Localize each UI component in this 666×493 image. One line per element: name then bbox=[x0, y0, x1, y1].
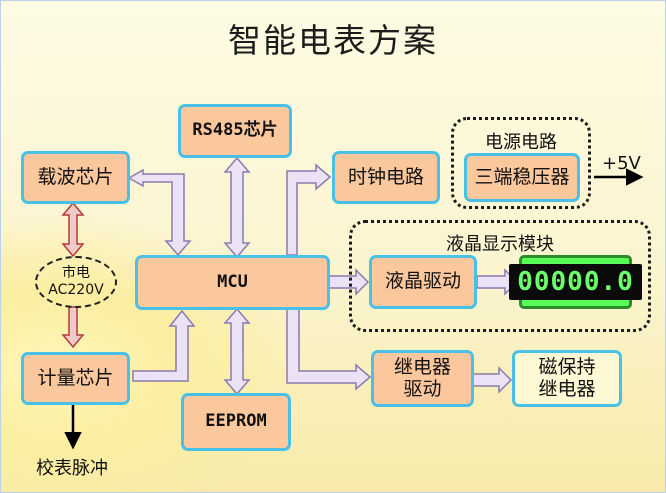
mcu-lcd-arrow bbox=[328, 268, 370, 296]
relay-drive-line1: 继电器 bbox=[393, 355, 451, 378]
relaydrive-magrelay-arrow bbox=[472, 366, 513, 394]
relay-drive-block: 继电器 驱动 bbox=[371, 350, 474, 407]
lcd-readout: 00000.0 bbox=[509, 264, 642, 300]
lcd-display: 00000.0 bbox=[509, 255, 642, 309]
carrier-mains-arrow bbox=[61, 201, 85, 258]
metering-mcu-arrow bbox=[132, 309, 196, 382]
mains-voltage: AC220V bbox=[48, 282, 104, 298]
eeprom-block: EEPROM bbox=[181, 393, 291, 451]
clock-circuit-block: 时钟电路 bbox=[332, 151, 440, 204]
calibration-pulse-label: 校表脉冲 bbox=[36, 458, 108, 479]
magnetic-relay-line1: 磁保持 bbox=[538, 355, 596, 378]
mains-metering-arrow bbox=[61, 306, 85, 349]
magnetic-relay-block: 磁保持 继电器 bbox=[512, 350, 622, 407]
magnetic-relay-line2: 继电器 bbox=[538, 377, 596, 400]
carrier-mcu-arrow bbox=[127, 168, 192, 257]
mcu-clock-arrow bbox=[286, 163, 332, 256]
metering-chip-block: 计量芯片 bbox=[21, 352, 130, 405]
carrier-chip-block: 载波芯片 bbox=[21, 151, 130, 204]
lcd-module-label: 液晶显示模块 bbox=[446, 234, 554, 255]
mains-label: 市电 bbox=[62, 264, 90, 281]
mains-ellipse: 市电 AC220V bbox=[35, 256, 117, 308]
rs485-mcu-arrow bbox=[223, 156, 251, 259]
relay-drive-line2: 驱动 bbox=[403, 377, 442, 400]
mcu-relay-arrow bbox=[286, 308, 372, 391]
power-circuit-label: 电源电路 bbox=[485, 132, 557, 153]
rs485-chip-block: RS485芯片 bbox=[178, 104, 292, 158]
lcd-drive-block: 液晶驱动 bbox=[369, 255, 477, 309]
regulator-block: 三端稳压器 bbox=[464, 153, 580, 202]
lcd-module-group bbox=[349, 220, 651, 332]
mcu-block: MCU bbox=[135, 255, 330, 310]
power-circuit-group bbox=[451, 117, 591, 209]
eeprom-mcu-arrow bbox=[223, 307, 251, 396]
page-title: 智能电表方案 bbox=[228, 21, 438, 60]
output-voltage-label: +5V bbox=[602, 153, 641, 174]
